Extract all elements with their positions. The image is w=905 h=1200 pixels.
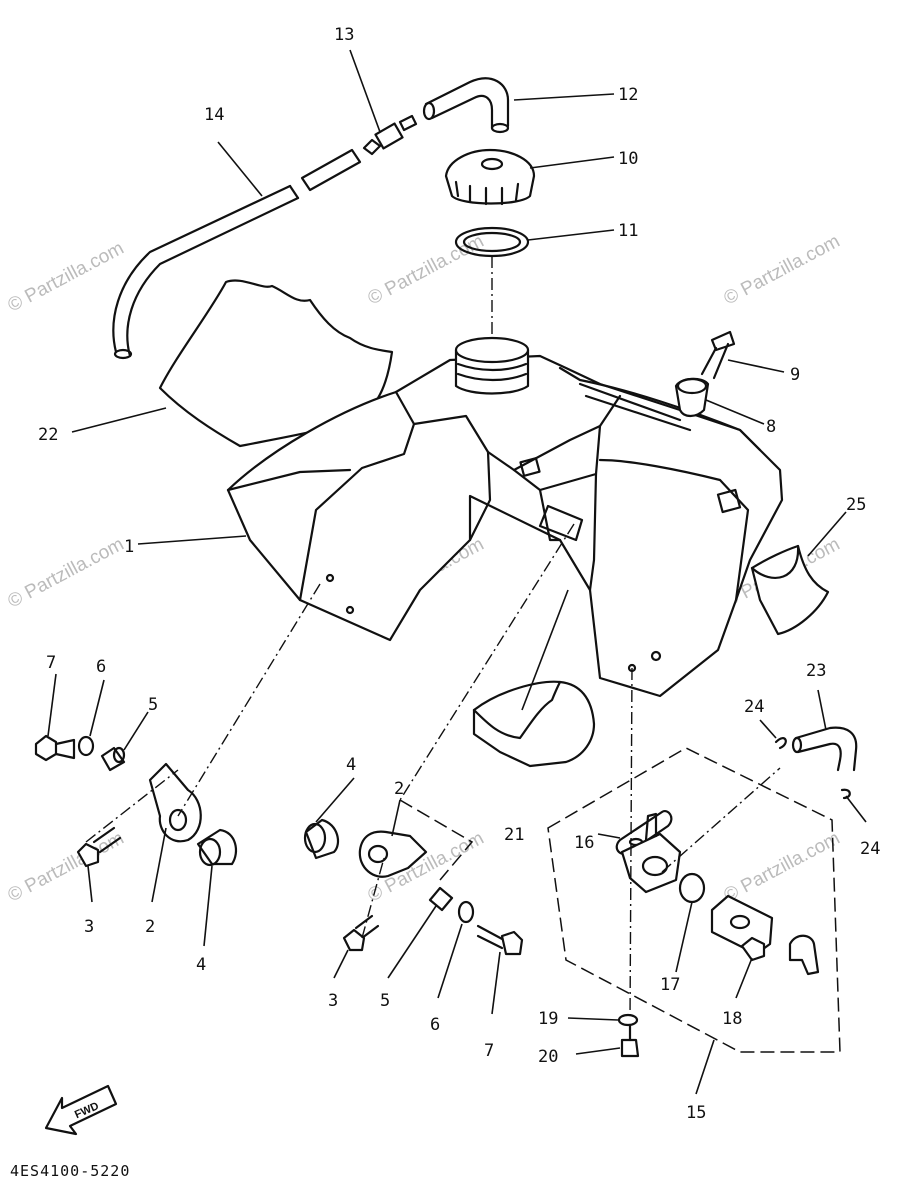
callout-1: 1 [124, 537, 134, 557]
vent-hose-12 [422, 77, 510, 134]
callout-9: 9 [790, 365, 800, 385]
callout-11: 11 [618, 221, 638, 241]
callout-15: 15 [686, 1103, 706, 1123]
callout-25: 25 [846, 495, 866, 515]
clip-24a [774, 737, 787, 750]
callout-7: 7 [46, 653, 56, 673]
washer-6-left [77, 735, 95, 757]
fwd-arrow-icon: FWD [44, 1084, 118, 1136]
watermark: © Partzilla.com [4, 534, 127, 613]
callout-22: 22 [38, 425, 58, 445]
damper-21 [472, 680, 596, 768]
watermark: © Partzilla.com [720, 828, 843, 907]
callout-5: 5 [148, 695, 158, 715]
callout-2: 2 [394, 779, 404, 799]
callout-10: 10 [618, 149, 638, 169]
callout-5: 5 [380, 991, 390, 1011]
breather-hose-14 [112, 148, 362, 360]
damper-22 [158, 279, 394, 448]
callout-2: 2 [145, 917, 155, 937]
callout-6: 6 [96, 657, 106, 677]
washer-19 [617, 1013, 639, 1027]
bolt-7-center [476, 924, 524, 956]
bolt-3-left [76, 826, 122, 868]
callout-14: 14 [204, 105, 224, 125]
check-valve-13 [362, 114, 418, 156]
callout-3: 3 [84, 917, 94, 937]
collar-8 [674, 377, 710, 418]
fuel-cap-10 [444, 148, 536, 206]
assembly-outlines [85, 256, 841, 1053]
bracket-2-center [358, 830, 428, 878]
callout-4: 4 [196, 955, 206, 975]
callout-6: 6 [430, 1015, 440, 1035]
bolt-7-left [34, 734, 76, 762]
callout-17: 17 [660, 975, 680, 995]
bolt-9 [700, 330, 736, 380]
callout-16: 16 [574, 833, 594, 853]
hose-23 [791, 726, 858, 772]
washer-6-center [457, 900, 475, 924]
damper-25 [750, 544, 830, 636]
callout-19: 19 [538, 1009, 558, 1029]
diagram-code: 4ES4100-5220 [10, 1162, 130, 1180]
callout-24: 24 [860, 839, 880, 859]
callout-3: 3 [328, 991, 338, 1011]
collar-5-center [428, 886, 454, 912]
drain-bolt-20 [620, 1024, 640, 1058]
callout-18: 18 [722, 1009, 742, 1029]
callout-21: 21 [504, 825, 524, 845]
collar-5-left [100, 746, 126, 772]
callout-4: 4 [346, 755, 356, 775]
bracket-2-left [148, 762, 202, 843]
screw-18 [740, 936, 766, 962]
callout-12: 12 [618, 85, 638, 105]
watermark: © Partzilla.com [4, 828, 127, 907]
watermark: © Partzilla.com [4, 238, 127, 317]
callout-23: 23 [806, 661, 826, 681]
callout-8: 8 [766, 417, 776, 437]
damper-4-left [196, 828, 238, 867]
bolt-3-center [342, 914, 380, 952]
callout-numbers: 1 2 2 3 3 4 4 5 5 6 6 7 7 8 9 10 11 12 1… [38, 25, 880, 1123]
callout-20: 20 [538, 1047, 558, 1067]
clip-24b [840, 788, 851, 800]
fuel-cock-15 [620, 812, 682, 894]
o-ring-17 [678, 872, 706, 904]
fuel-tank-1 [226, 336, 784, 698]
damper-4-center [303, 818, 340, 860]
callout-13: 13 [334, 25, 354, 45]
lever-15 [788, 934, 820, 976]
watermark: © Partzilla.com [720, 231, 843, 310]
leader-lines [47, 49, 867, 1095]
callout-7: 7 [484, 1041, 494, 1061]
watermark: © Partzilla.com [364, 231, 487, 310]
callout-24: 24 [744, 697, 764, 717]
